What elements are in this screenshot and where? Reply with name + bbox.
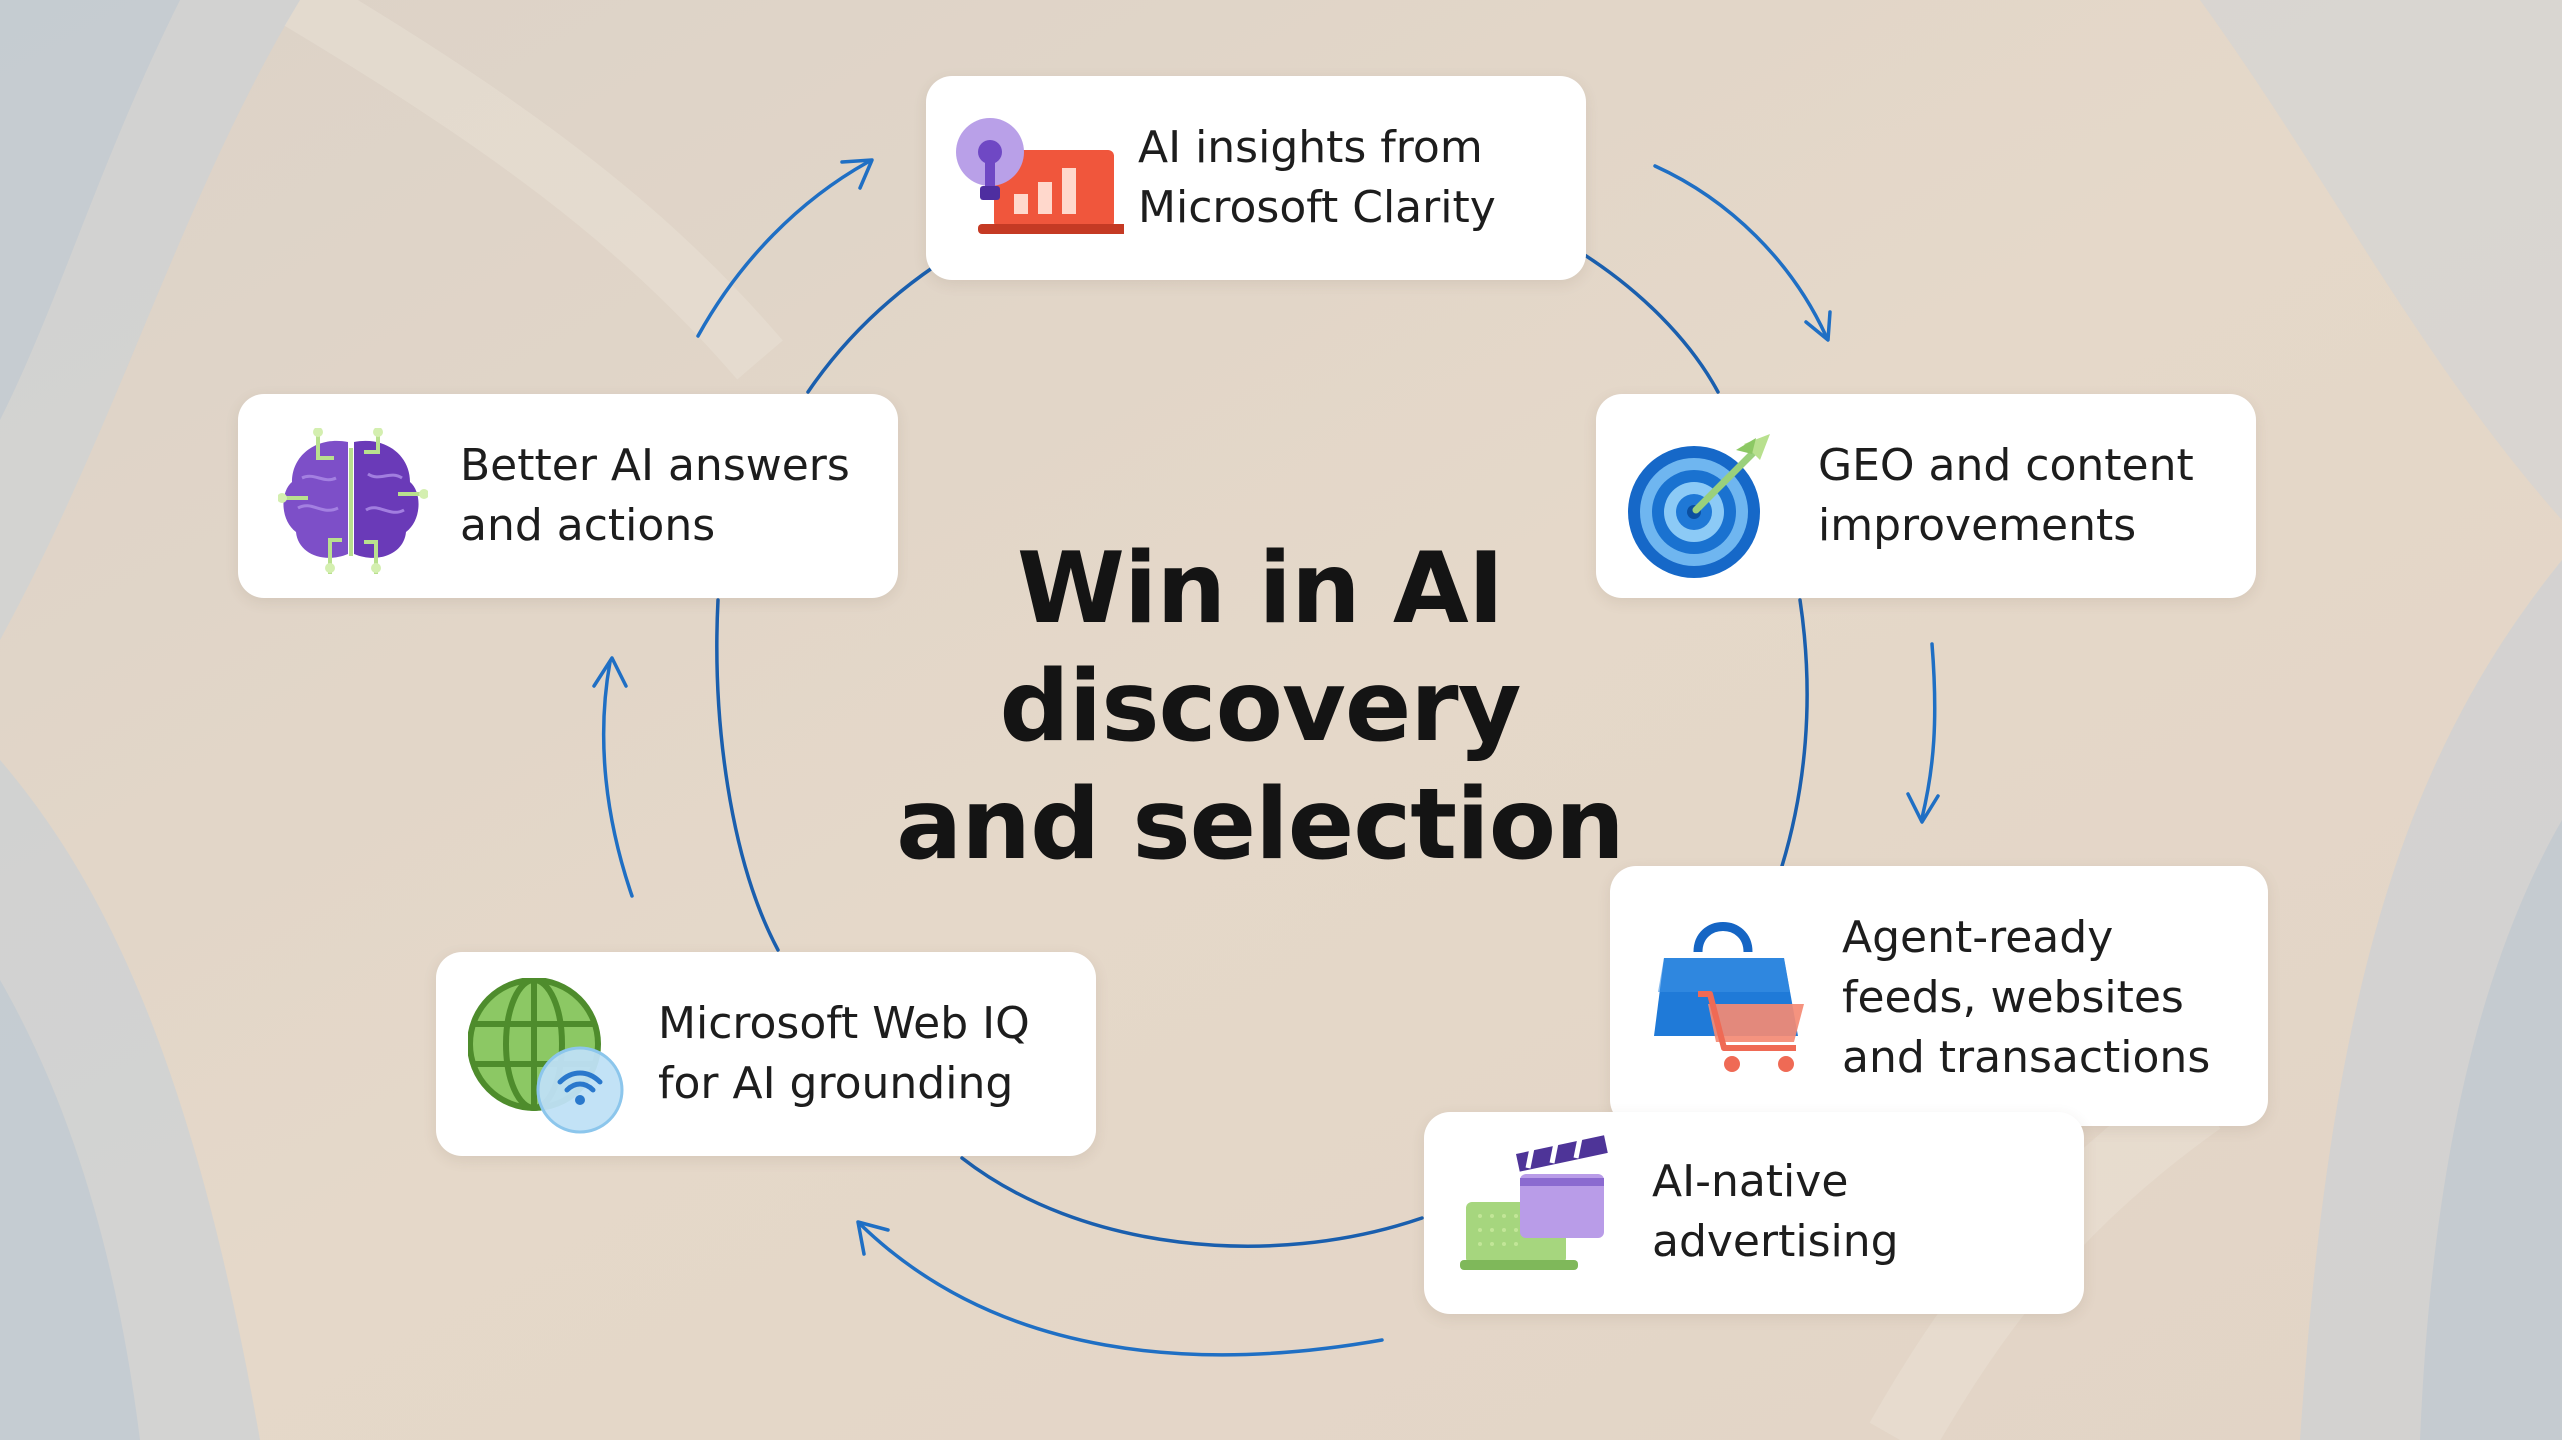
node-advertising-line-1: AI-native [1652, 1156, 1849, 1207]
arrowhead-webiq-to-answers [592, 656, 628, 688]
target-icon [1628, 434, 1770, 578]
arrow-geo-to-agent [1920, 642, 1937, 820]
chart-insights-icon [956, 118, 1124, 234]
node-geo-label: GEO and content improvements [1818, 436, 2194, 556]
node-agent-label: Agent-ready feeds, websites and transact… [1842, 908, 2210, 1088]
node-agent: Agent-ready feeds, websites and transact… [1610, 866, 2268, 1126]
node-webiq-label: Microsoft Web IQ for AI grounding [658, 994, 1030, 1114]
arrow-webiq-to-answers [601, 660, 634, 898]
node-advertising: AI-native advertising [1424, 1112, 2084, 1314]
node-answers-line-1: Better AI answers [460, 440, 850, 491]
arrow-answers-to-clarity [696, 160, 870, 338]
node-clarity-line-1: AI insights from [1138, 122, 1483, 173]
circle-arc-top-right [1578, 250, 1720, 394]
circle-arc-right [1780, 598, 1809, 868]
arrowhead-geo-to-agent [1906, 792, 1940, 824]
globe-wifi-icon [468, 978, 624, 1134]
node-agent-line-2: feeds, websites [1842, 972, 2184, 1023]
node-answers-line-2: and actions [460, 500, 716, 551]
center-title-line-3: and selection [896, 768, 1625, 882]
center-title: Win in AI discovery and selection [860, 530, 1660, 884]
node-webiq-line-1: Microsoft Web IQ [658, 998, 1030, 1049]
node-clarity: AI insights from Microsoft Clarity [926, 76, 1586, 280]
node-advertising-line-2: advertising [1652, 1216, 1899, 1267]
node-answers-label: Better AI answers and actions [460, 436, 850, 556]
shopping-bag-cart-icon [1654, 922, 1804, 1072]
node-geo-line-1: GEO and content [1818, 440, 2194, 491]
center-title-line-2: discovery [999, 650, 1521, 764]
node-clarity-label: AI insights from Microsoft Clarity [1138, 118, 1496, 238]
arrowhead-advertising-to-webiq [856, 1220, 890, 1256]
node-agent-line-1: Agent-ready [1842, 912, 2114, 963]
node-clarity-line-2: Microsoft Clarity [1138, 182, 1496, 233]
node-webiq-line-2: for AI grounding [658, 1058, 1014, 1109]
arrow-advertising-to-webiq [858, 1222, 1384, 1357]
circle-arc-left [715, 598, 780, 952]
arrow-clarity-to-geo [1653, 164, 1828, 338]
circle-arc-bottom [960, 1156, 1424, 1248]
node-geo-line-2: improvements [1818, 500, 2137, 551]
node-advertising-label: AI-native advertising [1652, 1152, 1899, 1272]
circle-arc-top-left [806, 264, 937, 394]
node-agent-line-3: and transactions [1842, 1032, 2211, 1083]
node-answers: Better AI answers and actions [238, 394, 898, 598]
brain-circuit-icon [278, 428, 428, 574]
node-geo: GEO and content improvements [1596, 394, 2256, 598]
clapperboard-icon [1460, 1135, 1608, 1270]
arrowhead-answers-to-clarity [840, 158, 874, 190]
node-webiq: Microsoft Web IQ for AI grounding [436, 952, 1096, 1156]
arrowhead-clarity-to-geo [1804, 310, 1832, 342]
center-title-line-1: Win in AI [1016, 532, 1504, 646]
